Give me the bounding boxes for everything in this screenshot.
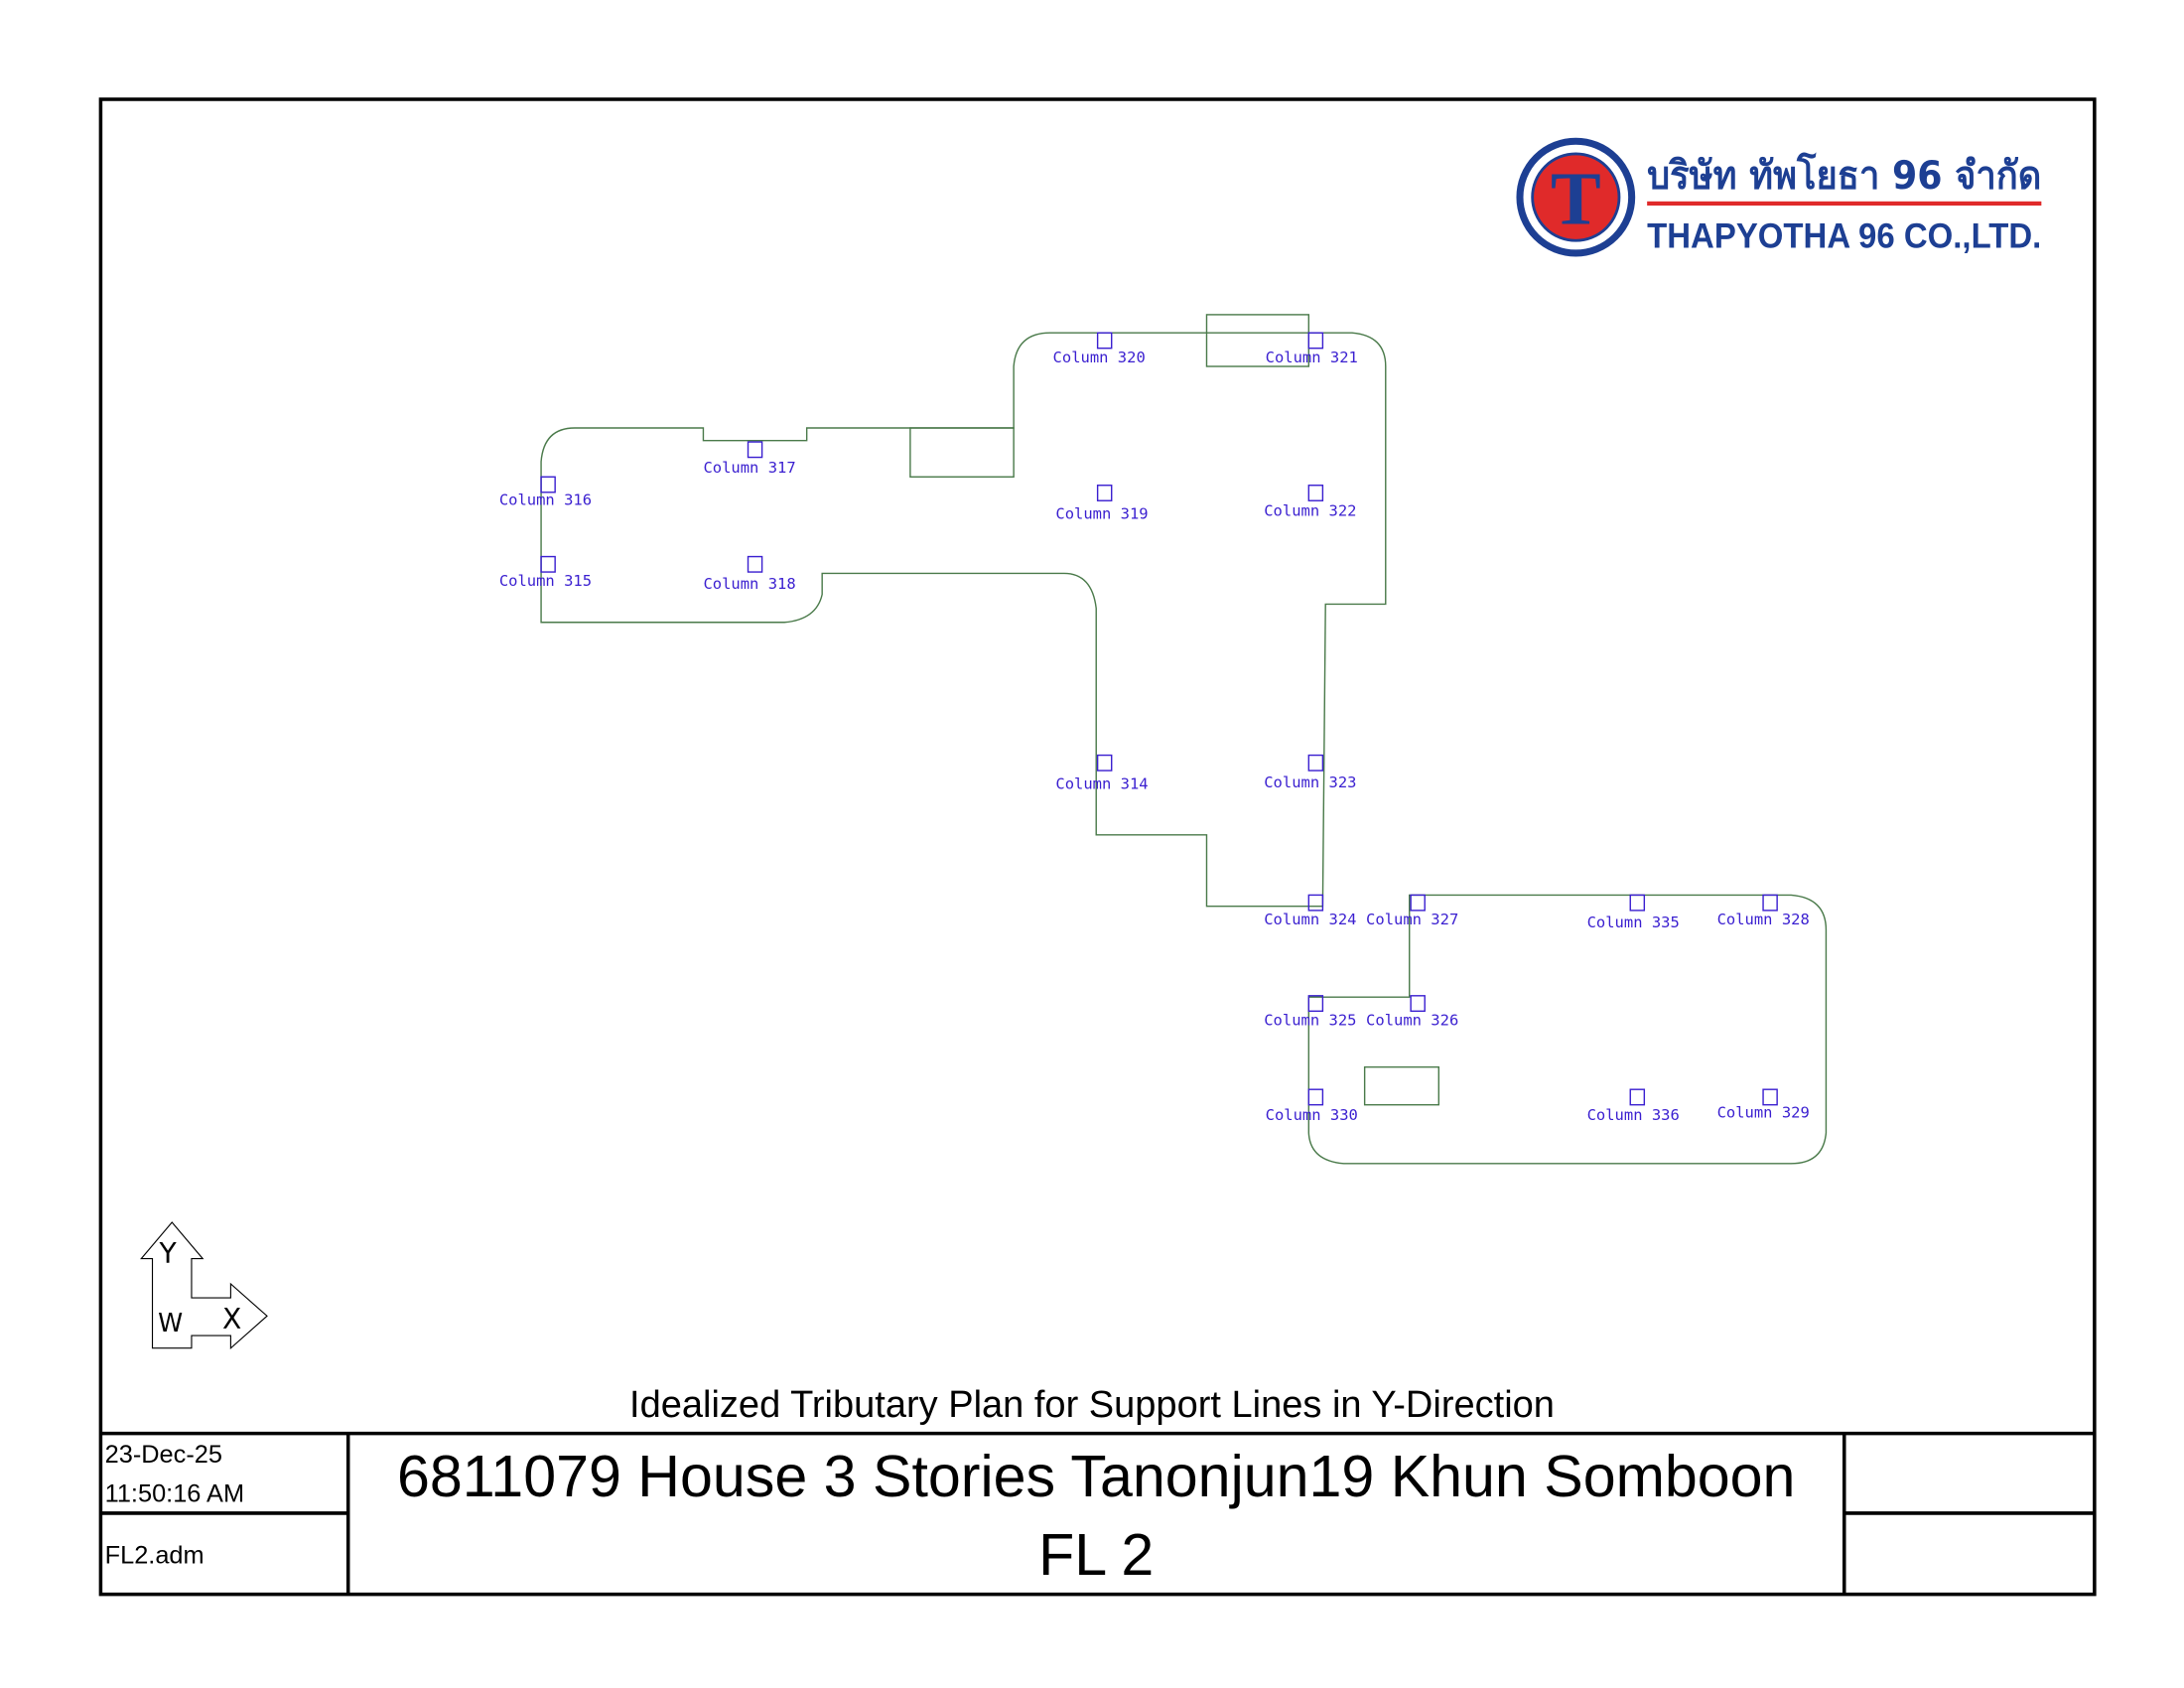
plan-title: Idealized Tributary Plan for Support Lin…: [629, 1384, 1555, 1426]
print-date: 23-Dec-25: [105, 1441, 222, 1469]
column-marker: [1762, 1088, 1778, 1106]
column-label: Column 336: [1587, 1106, 1680, 1124]
column-label: Column 314: [1055, 774, 1148, 792]
file-name: FL2.adm: [105, 1542, 205, 1570]
axis-arrow-icon: [140, 1221, 268, 1349]
column-marker: [1307, 995, 1324, 1013]
column-marker: [1629, 1088, 1646, 1106]
company-logo: T บริษัท ทัพโยธา 96 จำกัด THAPYOTHA 96 C…: [1516, 137, 2042, 257]
column-label: Column 318: [703, 575, 795, 593]
column-marker: [747, 441, 763, 459]
column-marker: [1307, 332, 1324, 350]
column-marker: [540, 476, 556, 493]
logo-divider: [1647, 201, 2042, 207]
print-time: 11:50:16 AM: [105, 1480, 244, 1508]
column-label: Column 321: [1266, 349, 1358, 366]
sheet-border: [98, 97, 2097, 1597]
axis-indicator: Y X W: [140, 1221, 268, 1349]
logo-circle: [1531, 152, 1621, 242]
column-marker: [1307, 894, 1324, 912]
column-marker: [1096, 332, 1113, 350]
slab-outline-lower: [1307, 894, 1828, 1165]
floor-label: FL 2: [1038, 1521, 1154, 1588]
column-label: Column 324: [1264, 911, 1356, 928]
opening: [909, 427, 1015, 478]
column-marker: [1307, 1088, 1324, 1106]
project-title: 6811079 House 3 Stories Tanonjun19 Khun …: [397, 1443, 1795, 1509]
column-label: Column 317: [703, 459, 795, 477]
column-marker: [1410, 894, 1426, 912]
column-marker: [747, 555, 763, 573]
axis-w-label: W: [158, 1308, 183, 1337]
column-label: Column 326: [1366, 1011, 1458, 1029]
column-label: Column 328: [1717, 911, 1810, 928]
column-marker: [1307, 754, 1324, 772]
column-label: Column 316: [499, 491, 592, 508]
title-block-lines: [100, 1431, 2095, 1595]
column-marker: [1096, 754, 1113, 772]
column-label: Column 320: [1053, 349, 1146, 366]
column-marker: [1762, 894, 1778, 912]
column-label: Column 322: [1264, 502, 1356, 520]
column-label: Column 325: [1264, 1011, 1356, 1029]
column-label: Column 323: [1264, 774, 1356, 791]
column-label: Column 329: [1717, 1103, 1810, 1121]
logo-thai-name: บริษัท ทัพโยธา 96 จำกัด: [1647, 152, 2041, 199]
column-label: Column 327: [1366, 911, 1458, 928]
opening: [1363, 1065, 1439, 1106]
axis-y-label: Y: [159, 1237, 178, 1270]
column-marker: [1307, 485, 1324, 501]
column-marker: [1410, 995, 1426, 1013]
column-label: Column 315: [499, 572, 592, 590]
column-label: Column 319: [1055, 505, 1148, 523]
slab-outline-main: [540, 332, 1387, 908]
column-marker: [540, 555, 556, 573]
logo-english-name: THAPYOTHA 96 CO.,LTD.: [1647, 216, 2041, 255]
column-marker: [1096, 485, 1113, 501]
axis-x-label: X: [222, 1303, 241, 1336]
column-label: Column 335: [1587, 914, 1680, 931]
column-marker: [1629, 894, 1646, 912]
logo-letter: T: [1551, 157, 1601, 240]
column-label: Column 330: [1266, 1106, 1358, 1124]
